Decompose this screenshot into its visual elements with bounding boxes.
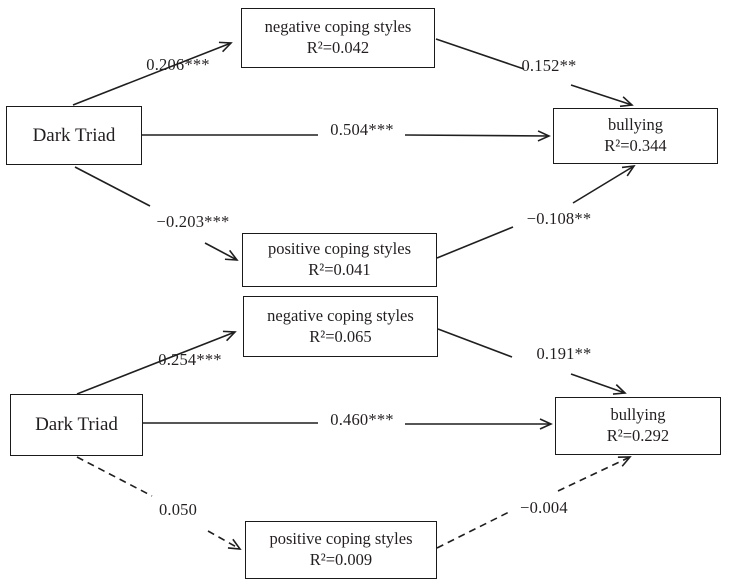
node-m1-positive-coping-label: positive coping styles bbox=[268, 239, 411, 259]
node-m1-negative-coping: negative coping styles R²=0.042 bbox=[241, 8, 435, 68]
coef-m1-positive-to-outcome: −0.108** bbox=[526, 209, 592, 228]
node-m1-negative-coping-r2: R²=0.042 bbox=[306, 38, 370, 57]
node-m1-negative-coping-label: negative coping styles bbox=[264, 17, 412, 37]
arrow-m2-predictor-to-positive-dashed bbox=[76, 456, 242, 550]
node-m1-bullying-r2: R²=0.344 bbox=[604, 136, 667, 155]
coef-m1-negative-to-outcome: 0.152** bbox=[521, 56, 577, 75]
coef-m2-predictor-to-positive: 0.050 bbox=[158, 500, 198, 519]
arrow-m2-positive-to-outcome-dashed bbox=[436, 456, 632, 549]
node-m2-dark-triad: Dark Triad bbox=[10, 394, 143, 456]
node-m1-positive-coping: positive coping styles R²=0.041 bbox=[242, 233, 437, 287]
node-m2-positive-coping: positive coping styles R²=0.009 bbox=[245, 521, 437, 579]
arrow-m2-negative-to-outcome bbox=[437, 328, 627, 395]
node-m2-negative-coping-label: negative coping styles bbox=[267, 305, 414, 325]
coef-m2-positive-to-outcome: −0.004 bbox=[520, 498, 568, 517]
coef-m1-predictor-to-positive: −0.203*** bbox=[156, 212, 230, 231]
node-m1-positive-coping-r2: R²=0.041 bbox=[308, 260, 371, 279]
node-m2-bullying-r2: R²=0.292 bbox=[606, 426, 670, 445]
node-m1-dark-triad: Dark Triad bbox=[6, 106, 142, 165]
arrow-m2-direct-effect bbox=[143, 418, 553, 430]
node-m2-positive-coping-label: positive coping styles bbox=[269, 529, 413, 549]
coef-m2-predictor-to-negative: 0.254*** bbox=[158, 350, 222, 369]
node-m1-dark-triad-label: Dark Triad bbox=[32, 124, 116, 146]
coef-m2-direct-effect: 0.460*** bbox=[330, 410, 394, 429]
node-m1-bullying-label: bullying bbox=[607, 115, 663, 135]
node-m2-positive-coping-r2: R²=0.009 bbox=[309, 550, 373, 569]
coef-m2-negative-to-outcome: 0.191** bbox=[536, 344, 592, 363]
coef-m1-predictor-to-negative: 0.206*** bbox=[146, 55, 210, 74]
arrow-m2-predictor-to-negative bbox=[76, 330, 237, 395]
node-m2-negative-coping: negative coping styles R²=0.065 bbox=[243, 296, 438, 357]
node-m2-dark-triad-label: Dark Triad bbox=[35, 414, 118, 436]
arrow-m1-direct-effect bbox=[142, 130, 551, 142]
node-m2-negative-coping-r2: R²=0.065 bbox=[309, 326, 372, 346]
node-m1-bullying: bullying R²=0.344 bbox=[553, 108, 718, 164]
arrow-m1-negative-to-outcome bbox=[435, 38, 634, 108]
coef-m1-direct-effect: 0.504*** bbox=[330, 120, 394, 139]
arrow-m1-positive-to-outcome bbox=[436, 164, 636, 259]
node-m2-bullying-label: bullying bbox=[610, 405, 666, 425]
arrow-m1-predictor-to-positive bbox=[74, 166, 239, 261]
node-m2-bullying: bullying R²=0.292 bbox=[555, 397, 721, 455]
arrow-m1-predictor-to-negative bbox=[72, 41, 233, 106]
